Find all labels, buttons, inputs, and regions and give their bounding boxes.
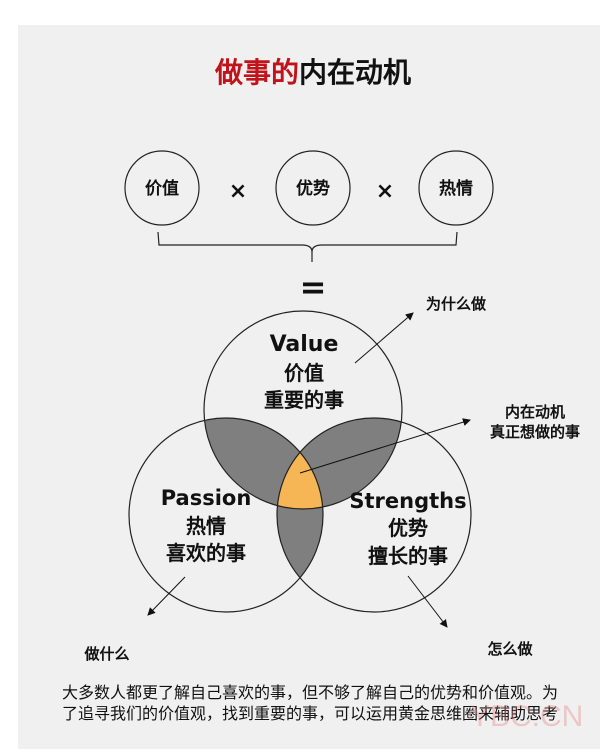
label-why: 为什么做	[426, 295, 487, 313]
brace	[157, 231, 458, 262]
page-title: 做事的内在动机	[214, 56, 411, 89]
overlap-value-passion	[204, 418, 323, 509]
svg-text:重要的事: 重要的事	[264, 388, 344, 412]
svg-text:热情: 热情	[186, 514, 226, 538]
svg-text:Strengths: Strengths	[349, 489, 466, 513]
svg-text:价值: 价值	[284, 361, 324, 385]
svg-text:Value: Value	[270, 332, 339, 357]
label-what: 做什么	[83, 645, 129, 663]
circle-passion	[128, 417, 324, 613]
svg-text:优势: 优势	[388, 516, 428, 540]
circle-strengths	[276, 417, 472, 613]
equals-sign: =	[300, 268, 327, 306]
svg-text:热情: 热情	[439, 178, 473, 199]
factor-strengths: 优势	[275, 150, 351, 226]
svg-text:优势: 优势	[296, 178, 330, 199]
circle-value	[203, 310, 403, 510]
arrow-what	[147, 576, 186, 616]
label-strengths: Strengths 优势 擅长的事	[349, 489, 466, 568]
factor-passion: 热情	[418, 150, 494, 226]
watermark: YBC.CN	[470, 700, 584, 733]
svg-text:价值: 价值	[145, 178, 179, 199]
svg-text:喜欢的事: 喜欢的事	[166, 541, 246, 565]
diagram-background	[18, 25, 600, 749]
label-true-desire: 真正想做的事	[490, 423, 580, 441]
label-value: Value 价值 重要的事	[264, 332, 344, 412]
label-how: 怎么做	[487, 640, 533, 658]
caption: 大多数人都更了解自己喜欢的事，但不够了解自己的优势和价值观。为了追寻我们的价值观…	[61, 683, 558, 723]
svg-text:Passion: Passion	[161, 486, 252, 510]
times-sign: ×	[229, 179, 247, 204]
arrow-why	[354, 312, 414, 364]
arrow-how	[407, 575, 448, 628]
svg-text:擅长的事: 擅长的事	[368, 544, 448, 568]
factor-value: 价值	[124, 150, 200, 226]
overlap-value-strengths	[277, 418, 402, 509]
arrow-motivation	[299, 418, 471, 474]
label-motivation: 内在动机	[505, 403, 565, 421]
times-sign: ×	[376, 179, 394, 204]
label-passion: Passion 热情 喜欢的事	[161, 486, 252, 565]
